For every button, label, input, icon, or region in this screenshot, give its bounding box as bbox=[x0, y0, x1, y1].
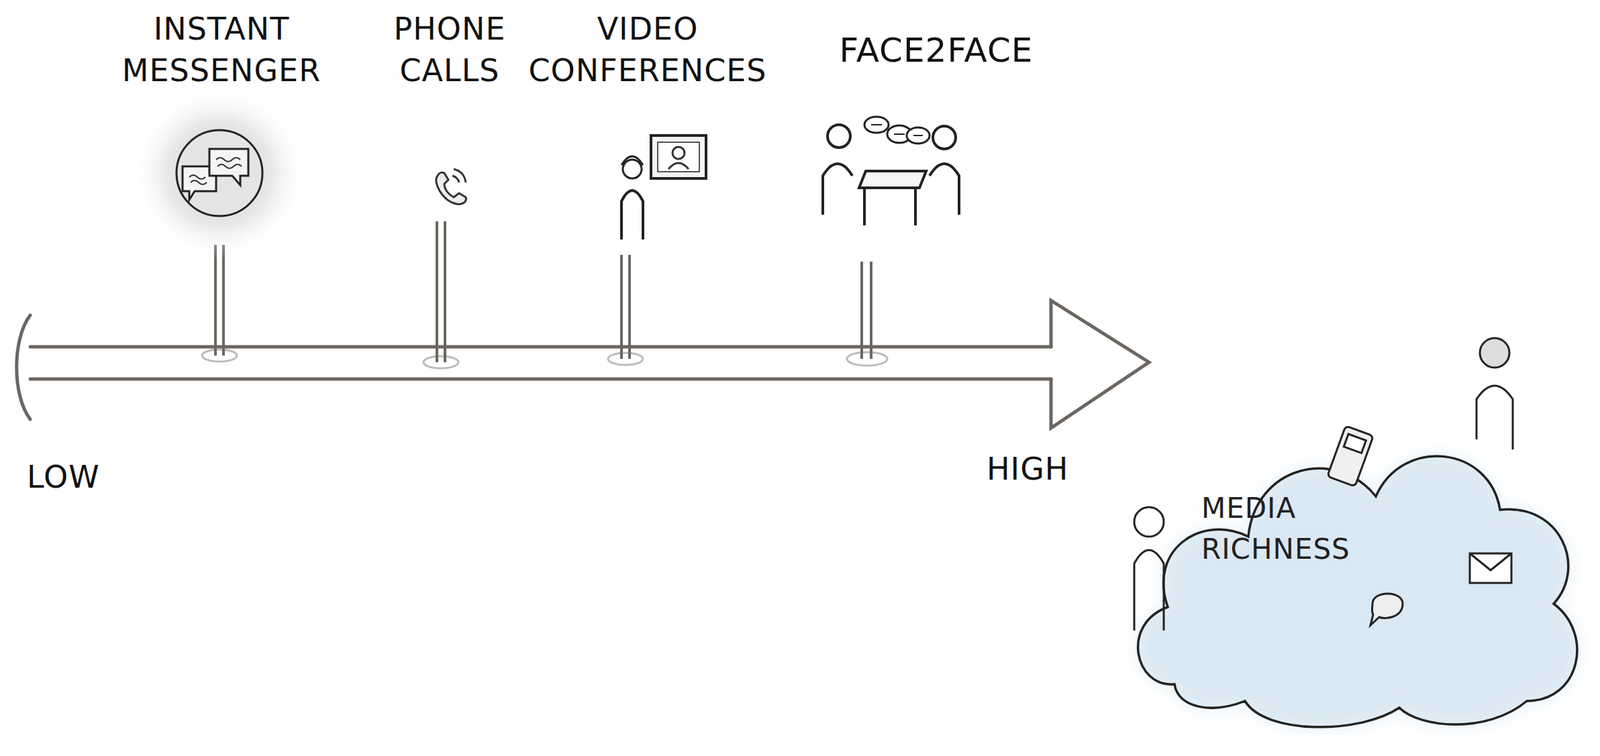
cloud-speech-bubble bbox=[1370, 593, 1403, 626]
scale-label: VIDEO CONFERENCES bbox=[520, 8, 776, 92]
scale-markers bbox=[202, 221, 888, 369]
phone-icon bbox=[436, 169, 466, 205]
messenger-icon bbox=[132, 85, 307, 261]
cloud-text: MEDIA RICHNESS bbox=[1201, 488, 1403, 571]
arrow-head bbox=[1051, 300, 1149, 429]
cloud-person bbox=[1476, 338, 1513, 450]
marker-stem bbox=[202, 244, 237, 362]
cloud-envelope bbox=[1469, 553, 1512, 584]
video-icon bbox=[621, 135, 707, 240]
arrow-line bbox=[30, 377, 1052, 382]
scale-label: INSTANT MESSENGER bbox=[107, 8, 336, 92]
face2face-icon bbox=[822, 116, 960, 226]
scale-label: PHONE CALLS bbox=[375, 8, 524, 92]
marker-stem bbox=[423, 221, 459, 369]
scale-arrow bbox=[16, 300, 1149, 429]
marker-stem bbox=[608, 255, 643, 366]
cloud-shape bbox=[1107, 335, 1598, 735]
marker-stem bbox=[846, 261, 888, 366]
cloud-phone bbox=[1327, 426, 1374, 487]
cloud-node: MEDIA RICHNESS bbox=[1107, 335, 1598, 735]
cloud-fill bbox=[1138, 456, 1578, 728]
arrow-tail bbox=[16, 315, 31, 420]
scale-label: FACE2FACE bbox=[802, 28, 1071, 74]
arrow-line bbox=[30, 345, 1052, 349]
scale-label: HIGH bbox=[986, 448, 1088, 490]
scale-label: LOW bbox=[26, 456, 128, 498]
cloud-person bbox=[1134, 507, 1164, 631]
cloud-outline bbox=[1138, 456, 1578, 728]
